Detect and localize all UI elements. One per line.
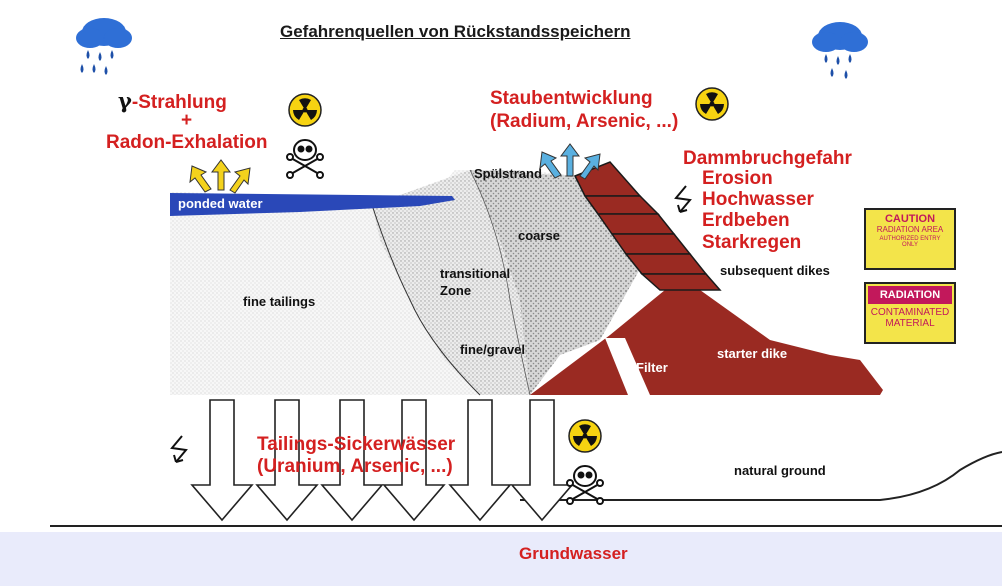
gamma-symbol: γ: [118, 88, 132, 113]
caution-line2: AUTHORIZED ENTRY: [879, 236, 941, 242]
ponded-water-label: ponded water: [178, 196, 263, 211]
skull-icon: [286, 139, 324, 179]
cause-flood: Hochwasser: [702, 189, 814, 210]
zone-label: Zone: [440, 283, 472, 298]
dam-failure-label: Dammbruchgefahr: [683, 148, 852, 169]
gamma-radiation-label: γ-Strahlung: [118, 88, 227, 114]
starter-dike-label: starter dike: [717, 346, 788, 361]
transitional-label: transitional: [440, 266, 511, 281]
radiation-seepage-icon: [568, 419, 602, 453]
radiation-icon: [288, 93, 322, 127]
filter-label: Filter: [636, 360, 668, 375]
skull-seepage-icon: [566, 465, 604, 505]
diagram-title: Gefahrenquellen von Rückstandsspeichern: [280, 22, 631, 41]
rain-cloud-left-icon: [76, 18, 132, 75]
radiation-sign-line1: CONTAMINATED: [870, 307, 950, 318]
caution-sign: CAUTION RADIATION AREA AUTHORIZED ENTRY …: [864, 208, 956, 270]
coarse-label: coarse: [518, 228, 560, 243]
seepage-label: Tailings-Sickerwässer: [257, 434, 456, 455]
caution-line3: ONLY: [902, 242, 918, 248]
cause-earthquake: Erdbeben: [702, 210, 790, 231]
footer-band: [0, 532, 1002, 586]
caution-line1: RADIATION AREA: [876, 225, 944, 234]
filter-strip: [605, 338, 650, 395]
radiation-sign: RADIATION CONTAMINATED MATERIAL: [864, 282, 956, 344]
cause-heavy-rain: Starkregen: [702, 232, 802, 253]
radon-label: Radon-Exhalation: [106, 132, 268, 153]
lightning-icon: [674, 185, 692, 213]
radiation-dust-icon: [695, 87, 729, 121]
coarse-zone: [470, 170, 645, 395]
gamma-text: -Strahlung: [131, 92, 227, 113]
radiation-sign-header: RADIATION: [868, 286, 952, 304]
spuelstrand-label: Spülstrand: [474, 166, 542, 181]
radiation-sign-line2: MATERIAL: [885, 318, 935, 329]
natural-ground-label: natural ground: [734, 463, 826, 478]
seepage-arrows: [190, 399, 574, 522]
seepage-elements-label: (Uranium, Arsenic, ...): [257, 456, 453, 477]
radon-arrows: [189, 159, 251, 194]
plus-sign: +: [181, 110, 193, 131]
dust-label: Staubentwicklung: [490, 88, 653, 109]
fine-gravel-label: fine/gravel: [460, 342, 526, 357]
groundwater-label: Grundwasser: [519, 544, 628, 563]
fine-tailings-label: fine tailings: [243, 294, 316, 309]
dust-arrows: [539, 143, 601, 180]
lightning-seepage-icon: [170, 435, 188, 463]
caution-header: CAUTION: [884, 213, 936, 225]
rain-cloud-right-icon: [812, 22, 868, 79]
ponded-water: [170, 193, 455, 216]
subsequent-dikes-label: subsequent dikes: [720, 263, 830, 278]
cause-erosion: Erosion: [702, 168, 773, 189]
dust-elements-label: (Radium, Arsenic, ...): [490, 111, 679, 132]
natural-ground-surface: [520, 451, 1002, 501]
